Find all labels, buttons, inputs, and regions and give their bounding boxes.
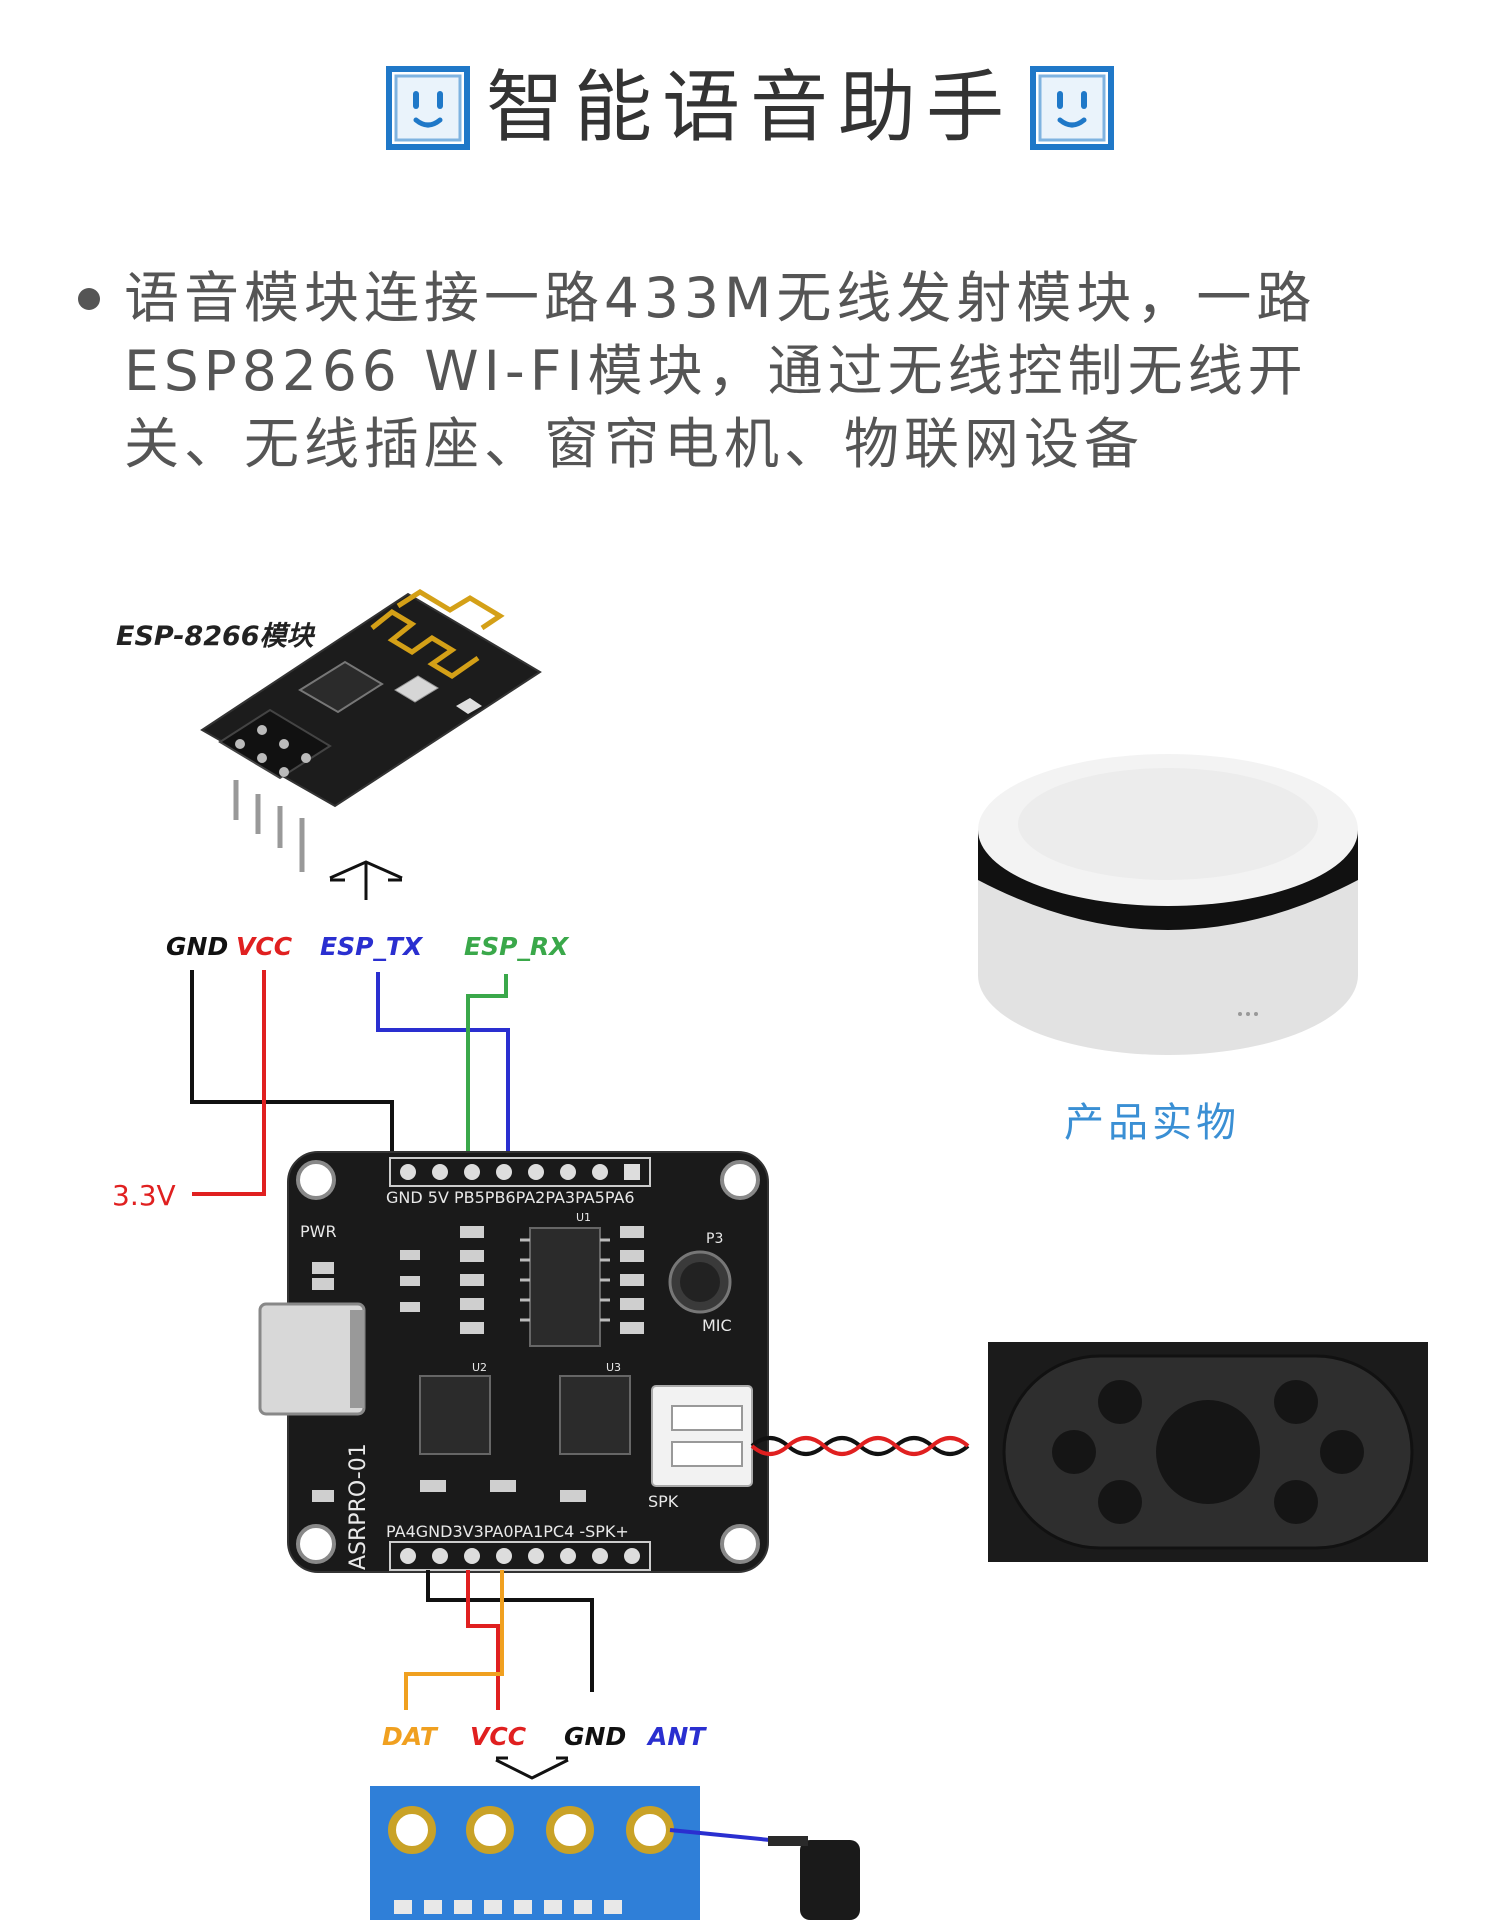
u3-label: U3 bbox=[606, 1361, 622, 1374]
esp-rx-label: ESP_RX bbox=[464, 932, 569, 961]
esp8266-label: ESP-8266模块 bbox=[116, 621, 314, 652]
bottom-vcc-label: VCC bbox=[470, 1722, 527, 1751]
arrow-down-icon bbox=[495, 1756, 569, 1780]
smiling-outlet-icon bbox=[1030, 66, 1114, 150]
esp8266-module bbox=[200, 589, 542, 872]
description-text: 语音模块连接一路433M无线发射模块，一路 ESP8266 WI-FI模块，通过… bbox=[124, 266, 1317, 476]
dat-label: DAT bbox=[382, 1722, 437, 1751]
mic-label: MIC bbox=[702, 1316, 732, 1335]
v33-label: 3.3V bbox=[112, 1179, 176, 1212]
u1-label: U1 bbox=[576, 1211, 592, 1224]
board-model-label: ASRPRO-01 bbox=[346, 1443, 371, 1570]
bottom-pin-labels: PA4GND3V3PA0PA1PC4 -SPK+ bbox=[386, 1522, 629, 1541]
product-photo bbox=[978, 754, 1358, 1055]
bottom-gnd-label: GND bbox=[564, 1722, 627, 1751]
spk-label: SPK bbox=[648, 1492, 679, 1511]
product-caption: 产品实物 bbox=[1064, 1100, 1240, 1146]
top-gnd-label: GND bbox=[166, 932, 229, 961]
title-row: 智能语音助手 bbox=[0, 58, 1500, 158]
esp-tx-label: ESP_TX bbox=[320, 932, 423, 961]
speaker bbox=[988, 1342, 1428, 1562]
p3-label: P3 bbox=[706, 1231, 724, 1247]
description: 语音模块连接一路433M无线发射模块，一路 ESP8266 WI-FI模块，通过… bbox=[78, 262, 1438, 481]
u2-label: U2 bbox=[472, 1361, 488, 1374]
page-title: 智能语音助手 bbox=[485, 63, 1014, 153]
top-wires bbox=[190, 970, 510, 1196]
arrow-up-icon bbox=[329, 860, 403, 900]
smiling-outlet-icon bbox=[385, 66, 470, 150]
rf433-module bbox=[370, 1786, 860, 1920]
top-pin-labels: GND 5V PB5PB6PA2PA3PA5PA6 bbox=[386, 1188, 635, 1207]
bullet-icon bbox=[78, 288, 100, 310]
bottom-wires bbox=[404, 1570, 594, 1710]
pwr-label: PWR bbox=[300, 1222, 337, 1241]
ant-label: ANT bbox=[648, 1722, 706, 1751]
speaker-wire bbox=[750, 1436, 970, 1456]
asrpro-board bbox=[258, 1151, 769, 1573]
top-vcc-label: VCC bbox=[236, 932, 293, 961]
